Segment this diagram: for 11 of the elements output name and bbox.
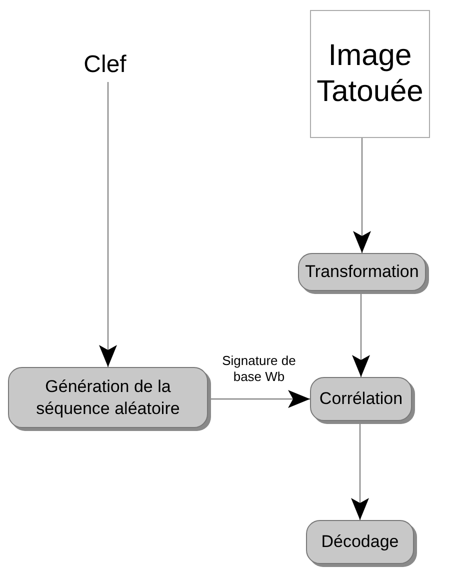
arrow xyxy=(352,291,370,377)
arrow xyxy=(351,421,369,520)
image-box: Image Tatouée xyxy=(310,10,430,138)
process-box: Transformation xyxy=(298,253,426,291)
arrow xyxy=(208,390,310,408)
process-box: Décodage xyxy=(306,520,414,564)
process-box: Génération de la séquence aléatoire xyxy=(8,367,208,428)
key-label: Clef xyxy=(75,48,135,82)
process-box: Corrélation xyxy=(310,377,412,421)
arrow xyxy=(353,138,371,253)
arrow xyxy=(99,82,117,367)
